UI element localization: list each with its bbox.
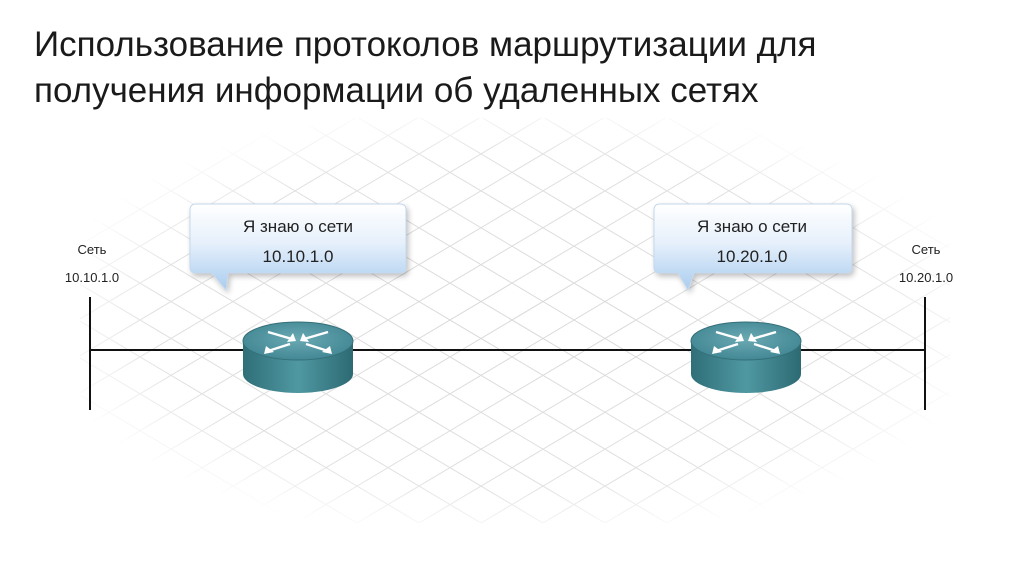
callout-router-2: [653, 203, 853, 292]
slide-title-line-1: Использование протоколов маршрутизации д…: [34, 25, 817, 64]
left-network-word: Сеть: [78, 242, 107, 257]
callout-1-line-2: 10.10.1.0: [263, 247, 334, 266]
callout-2-line-1: Я знаю о сети: [697, 217, 807, 236]
router-icon[interactable]: [690, 321, 802, 393]
slide-title-line-2: получения информации об удаленных сетях: [34, 71, 759, 110]
callout-2-line-2: 10.20.1.0: [717, 247, 788, 266]
router-arrows-icon: [264, 330, 332, 354]
right-network-address: 10.20.1.0: [899, 270, 953, 285]
callout-router-1: [189, 203, 407, 292]
router-arrows-icon: [712, 330, 780, 354]
right-network-word: Сеть: [912, 242, 941, 257]
slide-title: Использование протоколов маршрутизации д…: [34, 22, 994, 114]
callout-1-line-1: Я знаю о сети: [243, 217, 353, 236]
left-network-address: 10.10.1.0: [65, 270, 119, 285]
grid-fade: [80, 118, 950, 523]
router-icon[interactable]: [242, 321, 354, 393]
